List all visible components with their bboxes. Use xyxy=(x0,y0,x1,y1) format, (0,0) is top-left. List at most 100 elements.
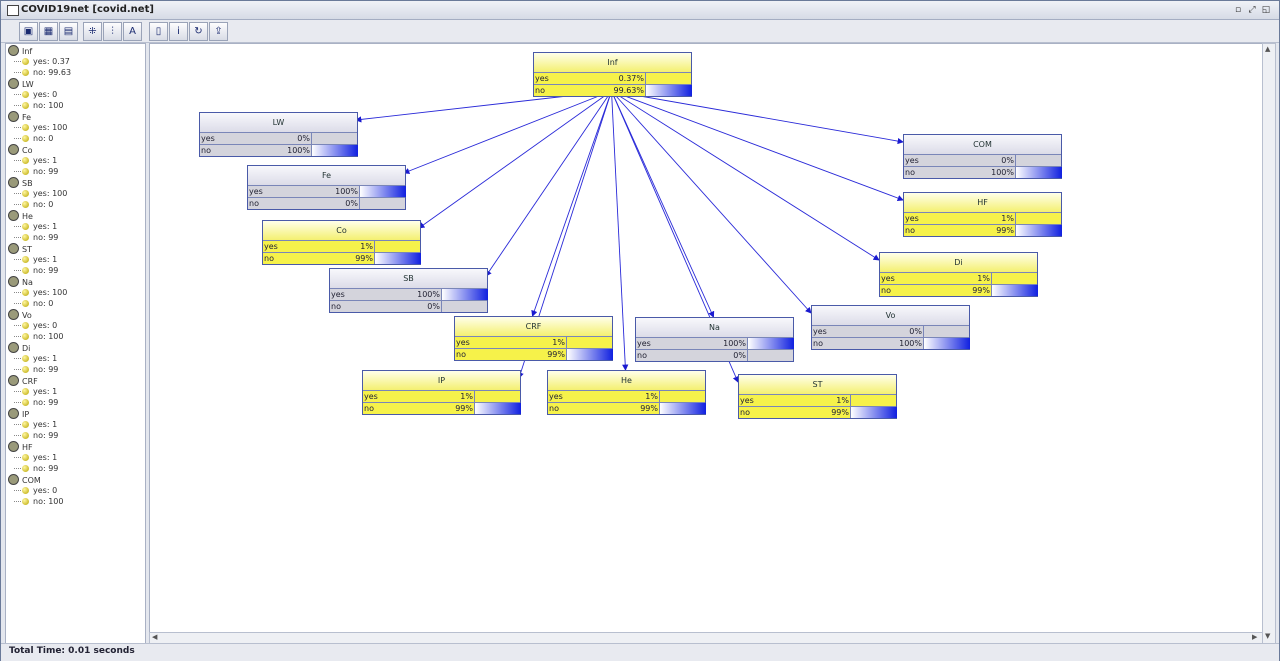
tree-state-item[interactable]: no: 99 xyxy=(14,397,58,408)
tree-node-st[interactable]: ST xyxy=(8,243,32,254)
tree-state-item[interactable]: no: 0 xyxy=(14,298,53,309)
close-icon[interactable]: ◱ xyxy=(1261,5,1271,15)
vertical-scrollbar[interactable]: ▲ ▼ xyxy=(1262,43,1276,644)
scroll-up-icon[interactable]: ▲ xyxy=(1265,45,1271,53)
tree-node-sb[interactable]: SB xyxy=(8,177,33,188)
tree-node-com[interactable]: COM xyxy=(8,474,41,485)
tree-state-item[interactable]: yes: 1 xyxy=(14,221,57,232)
layout-tree-button[interactable]: ⫶ xyxy=(103,22,122,41)
tree-state-item[interactable]: no: 0 xyxy=(14,199,53,210)
scroll-right-icon[interactable]: ▶ xyxy=(1252,633,1258,641)
save-as-button[interactable]: ▤ xyxy=(59,22,78,41)
refresh-button[interactable]: ↻ xyxy=(189,22,208,41)
tree-state-item[interactable]: yes: 1 xyxy=(14,386,57,397)
tree-node-he[interactable]: He xyxy=(8,210,33,221)
tree-node-vo[interactable]: Vo xyxy=(8,309,32,320)
save-net-button[interactable]: ▦ xyxy=(39,22,58,41)
tree-state-item[interactable]: no: 100 xyxy=(14,496,63,507)
tree-state-item[interactable]: yes: 100 xyxy=(14,287,67,298)
tree-state-item[interactable]: no: 99 xyxy=(14,463,58,474)
tree-state-item[interactable]: yes: 1 xyxy=(14,155,57,166)
export-button[interactable]: ⇪ xyxy=(209,22,228,41)
tree-state-item[interactable]: no: 99.63 xyxy=(14,67,71,78)
tree-node-di[interactable]: Di xyxy=(8,342,30,353)
tree-state-item[interactable]: no: 0 xyxy=(14,133,53,144)
info-button[interactable]: i xyxy=(169,22,188,41)
tree-state-item[interactable]: yes: 1 xyxy=(14,353,57,364)
tree-state-item[interactable]: yes: 0 xyxy=(14,320,57,331)
open-net-button[interactable]: ▣ xyxy=(19,22,38,41)
tree-state-item[interactable]: no: 100 xyxy=(14,100,63,111)
tree-state-item[interactable]: yes: 0 xyxy=(14,485,57,496)
minimize-icon[interactable]: ▫ xyxy=(1234,5,1242,15)
tree-state-item[interactable]: no: 100 xyxy=(14,331,63,342)
network-button[interactable]: A xyxy=(123,22,142,41)
tree-node-fe[interactable]: Fe xyxy=(8,111,31,122)
tree-state-item[interactable]: yes: 1 xyxy=(14,452,57,463)
tree-state-item[interactable]: yes: 100 xyxy=(14,122,67,133)
tree-node-co[interactable]: Co xyxy=(8,144,32,155)
tree-node-crf[interactable]: CRF xyxy=(8,375,38,386)
tree-state-item[interactable]: yes: 100 xyxy=(14,188,67,199)
tree-state-item[interactable]: yes: 0.37 xyxy=(14,56,70,67)
tree-state-item[interactable]: yes: 1 xyxy=(14,254,57,265)
tree-node-hf[interactable]: HF xyxy=(8,441,33,452)
layout-grid-button[interactable]: ⁜ xyxy=(83,22,102,41)
tree-node-ip[interactable]: IP xyxy=(8,408,29,419)
tree-node-lw[interactable]: LW xyxy=(8,78,34,89)
tree-state-item[interactable]: no: 99 xyxy=(14,232,58,243)
tree-state-item[interactable]: yes: 1 xyxy=(14,419,57,430)
notes-button[interactable]: ▯ xyxy=(149,22,168,41)
tree-node-na[interactable]: Na xyxy=(8,276,33,287)
scroll-down-icon[interactable]: ▼ xyxy=(1265,632,1271,640)
tree-state-item[interactable]: no: 99 xyxy=(14,166,58,177)
maximize-icon[interactable]: ⤢ xyxy=(1248,5,1256,15)
tree-state-item[interactable]: no: 99 xyxy=(14,265,58,276)
tree-state-item[interactable]: no: 99 xyxy=(14,430,58,441)
tree-node-inf[interactable]: Inf xyxy=(8,45,32,56)
scroll-left-icon[interactable]: ◀ xyxy=(152,633,158,641)
tree-state-item[interactable]: yes: 0 xyxy=(14,89,57,100)
